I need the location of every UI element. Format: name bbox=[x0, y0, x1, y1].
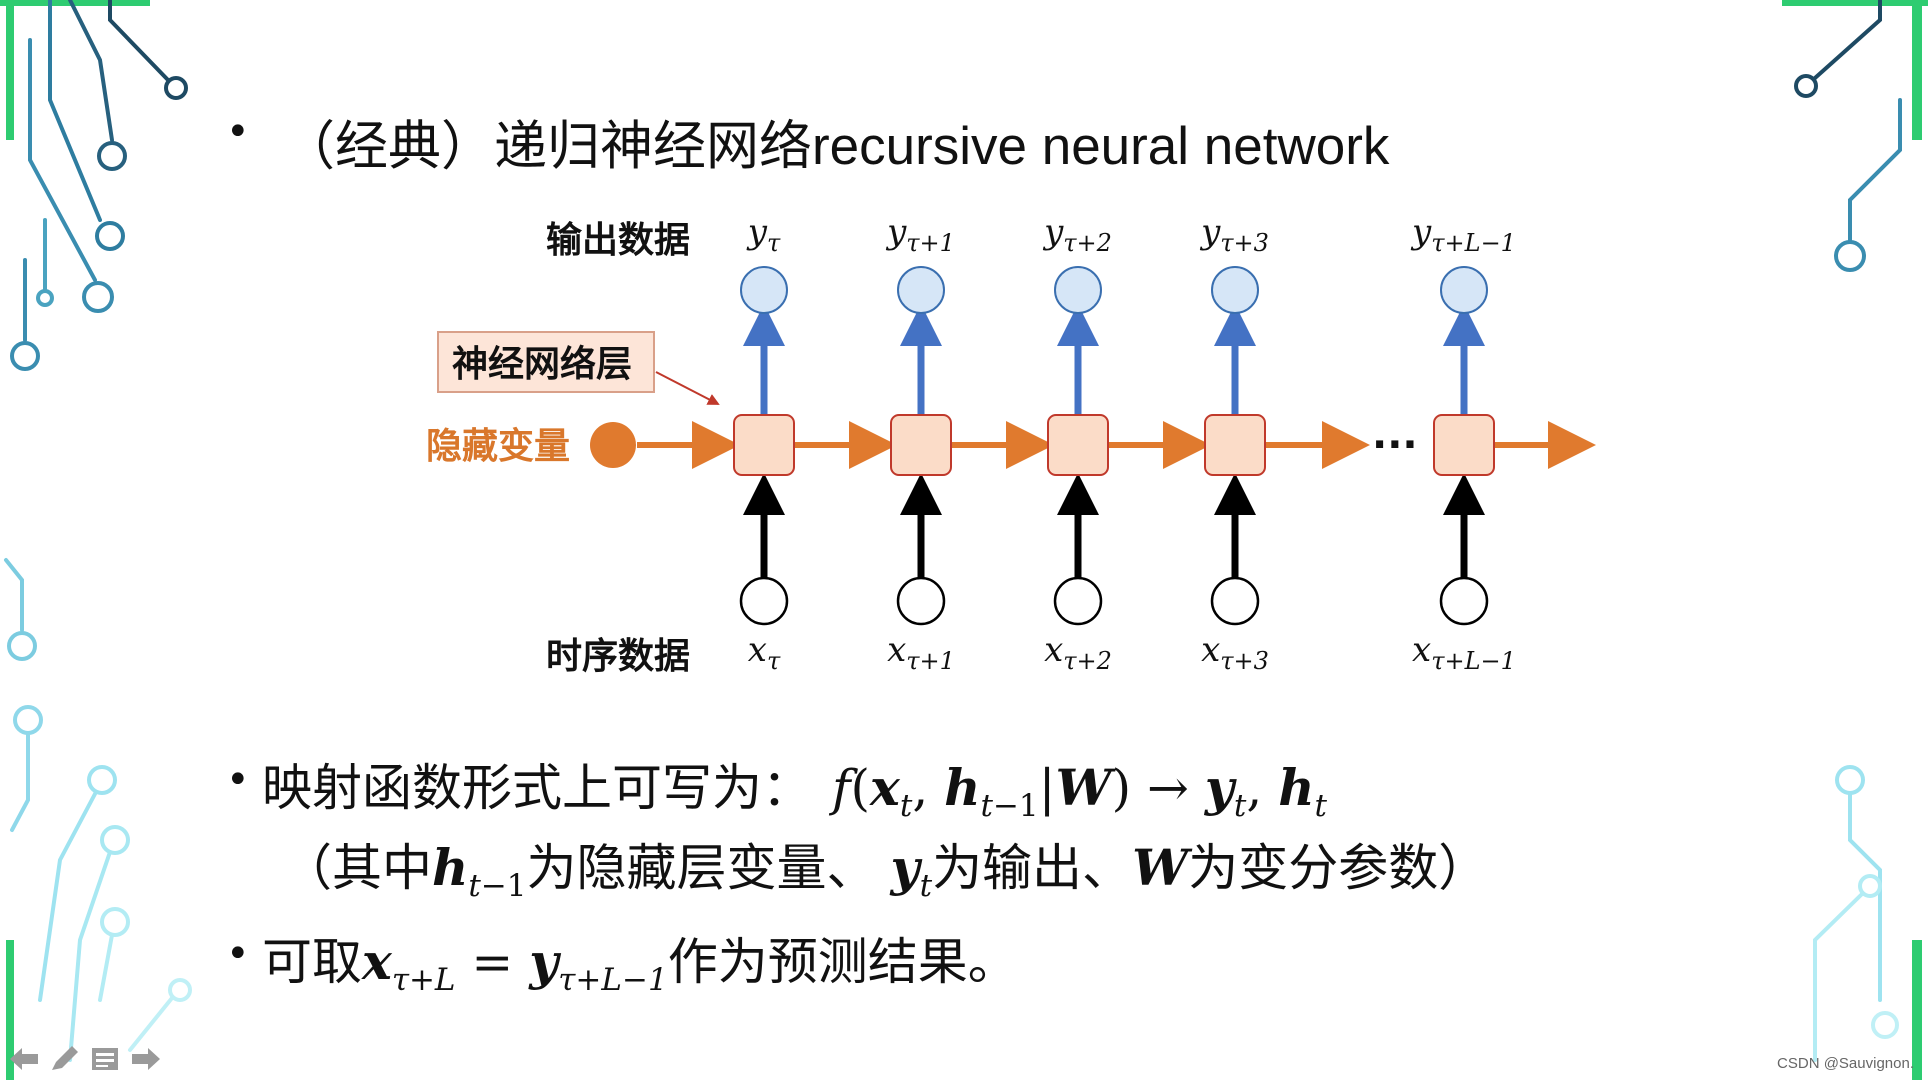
output-node-0 bbox=[740, 266, 788, 314]
initial-hidden-node bbox=[590, 422, 636, 468]
rnn-cell-4 bbox=[1433, 414, 1495, 476]
output-label-0: yτ bbox=[746, 212, 781, 257]
mapping-formula: f(xt, ht−1|W) → yt, ht bbox=[832, 758, 1328, 824]
rnn-cell-3 bbox=[1204, 414, 1266, 476]
corner-accent-bottom-right bbox=[1912, 940, 1922, 1080]
corner-accent-top-left bbox=[0, 0, 150, 6]
right-circuit-bottom bbox=[1813, 765, 1899, 1062]
input-node-0 bbox=[739, 576, 789, 626]
output-node-4 bbox=[1440, 266, 1488, 314]
prediction-prefix: 可取 bbox=[262, 933, 362, 991]
note-h-symbol: ht−1 bbox=[432, 838, 527, 904]
corner-accent-right bbox=[1912, 0, 1922, 140]
left-circuit-bottom bbox=[4, 558, 192, 1062]
output-label-3: yτ+3 bbox=[1199, 212, 1269, 257]
forward-arrow-icon[interactable] bbox=[128, 1044, 162, 1074]
sequence-ellipsis: ··· bbox=[1372, 422, 1418, 468]
input-node-4 bbox=[1439, 576, 1489, 626]
hidden-variable-label: 隐藏变量 bbox=[426, 425, 570, 467]
slide-title: （经典）递归神经网络recursive neural network bbox=[282, 117, 1390, 176]
prediction-bullet: • bbox=[226, 931, 250, 977]
corner-accent-bottom-left bbox=[6, 940, 14, 1080]
input-label-0: xτ bbox=[748, 630, 781, 675]
rnn-cell-0 bbox=[733, 414, 795, 476]
watermark: CSDN @Sauvignon. bbox=[1777, 1055, 1914, 1072]
rnn-cell-1 bbox=[890, 414, 952, 476]
input-node-2 bbox=[1053, 576, 1103, 626]
note-w-text: 为变分参数） bbox=[1188, 839, 1489, 897]
output-node-2 bbox=[1054, 266, 1102, 314]
mapping-note: （其中 ht−1 为隐藏层变量、 yt 为输出、 W 为变分参数） bbox=[282, 828, 1489, 904]
menu-icon[interactable] bbox=[88, 1044, 122, 1074]
note-open: （其中 bbox=[282, 839, 432, 897]
pen-icon[interactable] bbox=[48, 1044, 82, 1074]
input-node-3 bbox=[1210, 576, 1260, 626]
input-label-2: xτ+2 bbox=[1044, 630, 1112, 675]
layer-pointer-arrow bbox=[655, 371, 720, 405]
layer-label: 神经网络层 bbox=[452, 343, 632, 385]
note-w-symbol: W bbox=[1132, 838, 1189, 897]
output-label-4: yτ+L−1 bbox=[1410, 212, 1516, 257]
input-label-4: xτ+L−1 bbox=[1412, 630, 1516, 675]
corner-accent-top-right bbox=[1782, 0, 1928, 6]
prediction-line: 可取 xτ+L = yτ+L−1 作为预测结果。 bbox=[262, 922, 1018, 998]
input-node-1 bbox=[896, 576, 946, 626]
input-label-1: xτ+1 bbox=[887, 630, 955, 675]
rnn-cell-2 bbox=[1047, 414, 1109, 476]
slide-toolbar bbox=[8, 1044, 162, 1074]
input-data-label: 时序数据 bbox=[546, 636, 690, 677]
prediction-formula: xτ+L = yτ+L−1 bbox=[362, 932, 668, 998]
note-y-text: 为输出、 bbox=[932, 839, 1133, 897]
mapping-prefix: 映射函数形式上可写为： bbox=[262, 759, 812, 817]
output-label-1: yτ+1 bbox=[885, 212, 955, 257]
note-h-text: 为隐藏层变量、 bbox=[526, 839, 877, 897]
output-node-1 bbox=[897, 266, 945, 314]
output-node-3 bbox=[1211, 266, 1259, 314]
right-circuit-top bbox=[1794, 0, 1902, 272]
input-label-3: xτ+3 bbox=[1201, 630, 1269, 675]
note-y-symbol: yt bbox=[890, 838, 933, 904]
back-arrow-icon[interactable] bbox=[8, 1044, 42, 1074]
corner-accent-left bbox=[6, 0, 14, 140]
left-circuit-top bbox=[10, 0, 188, 371]
mapping-line: 映射函数形式上可写为： f(xt, ht−1|W) → yt, ht bbox=[262, 748, 1328, 824]
mapping-bullet: • bbox=[226, 757, 250, 803]
layer-label-box bbox=[437, 331, 655, 393]
title-bullet: • bbox=[226, 109, 250, 155]
output-label-2: yτ+2 bbox=[1042, 212, 1112, 257]
prediction-suffix: 作为预测结果。 bbox=[667, 933, 1018, 991]
output-data-label: 输出数据 bbox=[546, 220, 690, 261]
